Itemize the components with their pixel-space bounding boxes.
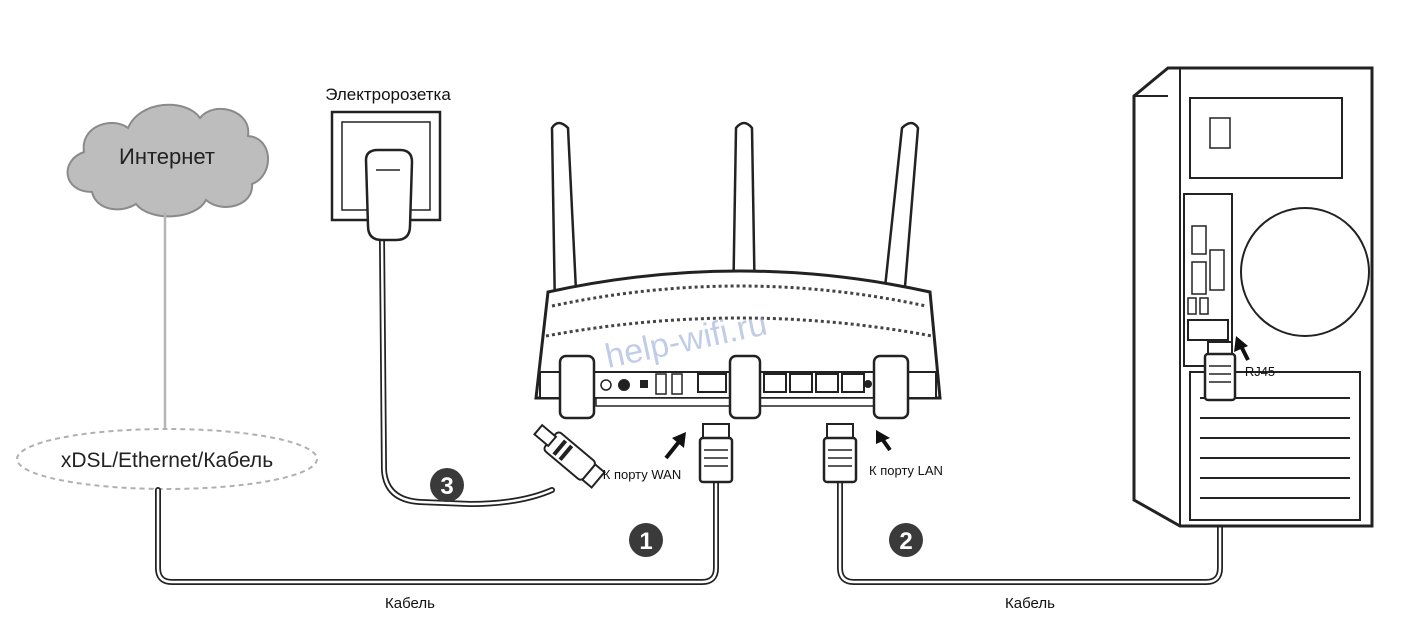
switch-icon <box>640 380 648 388</box>
xdsl-label: xDSL/Ethernet/Кабель <box>61 449 273 472</box>
usb-port-1-icon <box>655 373 667 395</box>
cable-power <box>379 237 555 508</box>
lan-arrow-icon <box>876 430 892 452</box>
wan-connector-icon <box>698 423 734 484</box>
power-outlet: Электророзетка <box>325 85 451 242</box>
power-port-icon <box>600 379 612 391</box>
power-button-icon <box>618 379 630 391</box>
step-badge-2: 2 <box>889 523 923 557</box>
wan-port-icon <box>697 373 727 393</box>
lan-port-label: К порту LAN <box>869 463 943 478</box>
lan-port-1-icon <box>763 373 787 393</box>
xdsl-modem-node: xDSL/Ethernet/Кабель <box>16 428 318 490</box>
lan-port-3-icon <box>815 373 839 393</box>
svg-text:2: 2 <box>899 528 912 555</box>
power-adapter-icon <box>364 148 414 242</box>
fan-icon <box>1240 207 1370 337</box>
svg-text:3: 3 <box>440 473 453 500</box>
lan-connector-icon <box>822 423 858 484</box>
lan-port-2-icon <box>789 373 813 393</box>
step-badge-1: 1 <box>629 523 663 557</box>
pc-tower <box>1132 66 1374 528</box>
power-plug-icon <box>533 423 606 489</box>
step-badge-3: 3 <box>430 468 464 502</box>
internet-label: Интернет <box>119 144 215 169</box>
reset-button-icon <box>864 380 872 388</box>
wan-port-label: К порту WAN <box>603 467 681 482</box>
usb-port-2-icon <box>671 373 683 395</box>
internet-cloud: Интернет <box>66 103 269 218</box>
lan-port-4-icon <box>841 373 865 393</box>
pc-connector-icon <box>1203 341 1237 402</box>
rj45-label: RJ45 <box>1245 364 1275 379</box>
cable-label-left: Кабель <box>385 595 435 612</box>
cable-label-right: Кабель <box>1005 595 1055 612</box>
svg-text:1: 1 <box>639 528 652 555</box>
router <box>534 121 942 420</box>
outlet-label: Электророзетка <box>325 85 451 104</box>
wan-arrow-icon <box>664 432 686 460</box>
rj45-arrow-icon <box>1234 336 1250 361</box>
rj45-port-icon <box>1187 319 1229 341</box>
